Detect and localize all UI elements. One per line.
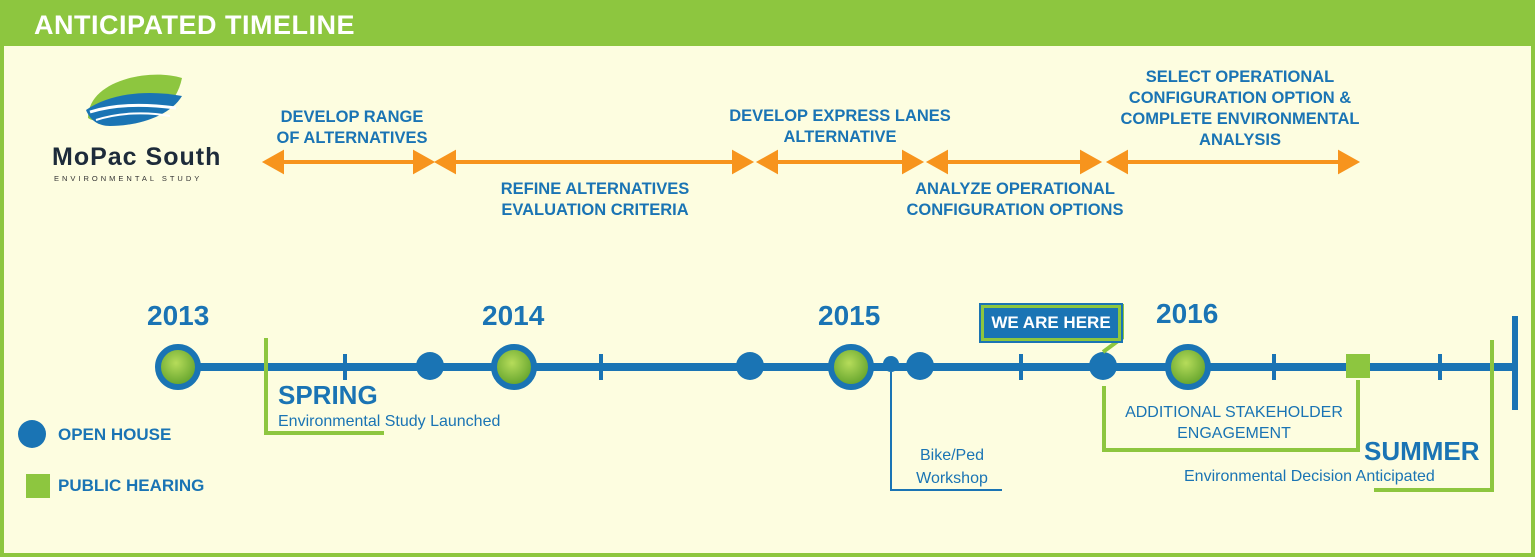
summer-description: Environmental Decision Anticipated (1184, 468, 1435, 485)
legend-public-hearing: PUBLIC HEARING (58, 476, 205, 495)
year-marker-2014 (491, 344, 537, 390)
logo-name: MoPac South (52, 143, 222, 171)
legend-open-house: OPEN HOUSE (58, 425, 172, 444)
phase-label-refine: REFINE ALTERNATIVES EVALUATION CRITERIA (500, 180, 690, 219)
arrow-refine (433, 149, 755, 175)
header-bar: ANTICIPATED TIMELINE (0, 0, 1535, 46)
year-label-2015: 2015 (818, 300, 881, 331)
phase-label-express: DEVELOP EXPRESS LANES ALTERNATIVE (729, 107, 951, 146)
open-house-dot (416, 352, 444, 380)
stakeholder-label: ADDITIONAL STAKEHOLDER ENGAGEMENT (1125, 404, 1343, 442)
bikeped-marker (883, 356, 899, 372)
arrow-analyze (925, 149, 1103, 175)
year-marker-2016 (1165, 344, 1211, 390)
open-house-dot (1089, 352, 1117, 380)
leaf-logo-icon (86, 74, 182, 126)
year-markers (155, 344, 1211, 390)
open-house-dot (906, 352, 934, 380)
year-label-2013: 2013 (147, 300, 210, 331)
we-are-here-badge: WE ARE HERE (979, 303, 1123, 343)
bikeped-label: Bike/Ped Workshop (916, 447, 988, 487)
year-marker-2013 (155, 344, 201, 390)
legend-hearing-square (26, 474, 50, 498)
phase-arrows (261, 149, 1361, 175)
bikeped-bracket (890, 372, 1002, 491)
year-marker-2015 (828, 344, 874, 390)
open-house-markers (18, 352, 1117, 448)
year-label-2014: 2014 (482, 300, 545, 331)
phase-label-analyze: ANALYZE OPERATIONAL CONFIGURATION OPTION… (906, 180, 1124, 219)
open-house-dot (18, 420, 46, 448)
phase-label-select: SELECT OPERATIONAL CONFIGURATION OPTION … (1120, 68, 1360, 149)
summer-bracket (1374, 340, 1494, 492)
arrow-develop-range (261, 149, 436, 175)
arrow-select (1105, 149, 1361, 175)
phase-label-develop-range: DEVELOP RANGE OF ALTERNATIVES (276, 108, 428, 147)
summer-label: SUMMER (1364, 436, 1480, 466)
spring-bracket (264, 338, 384, 435)
spring-label: SPRING (278, 380, 378, 410)
we-are-here-pointer (1101, 304, 1124, 354)
page-title: ANTICIPATED TIMELINE (34, 10, 355, 40)
year-label-2016: 2016 (1156, 298, 1219, 329)
logo-subtitle: ENVIRONMENTAL STUDY (54, 174, 203, 183)
stakeholder-bracket (1102, 380, 1360, 452)
arrow-express (755, 149, 925, 175)
open-house-dot (736, 352, 764, 380)
spring-description: Environmental Study Launched (278, 413, 501, 430)
timeline-ticks (343, 354, 1442, 380)
public-hearing-marker (1346, 354, 1370, 378)
